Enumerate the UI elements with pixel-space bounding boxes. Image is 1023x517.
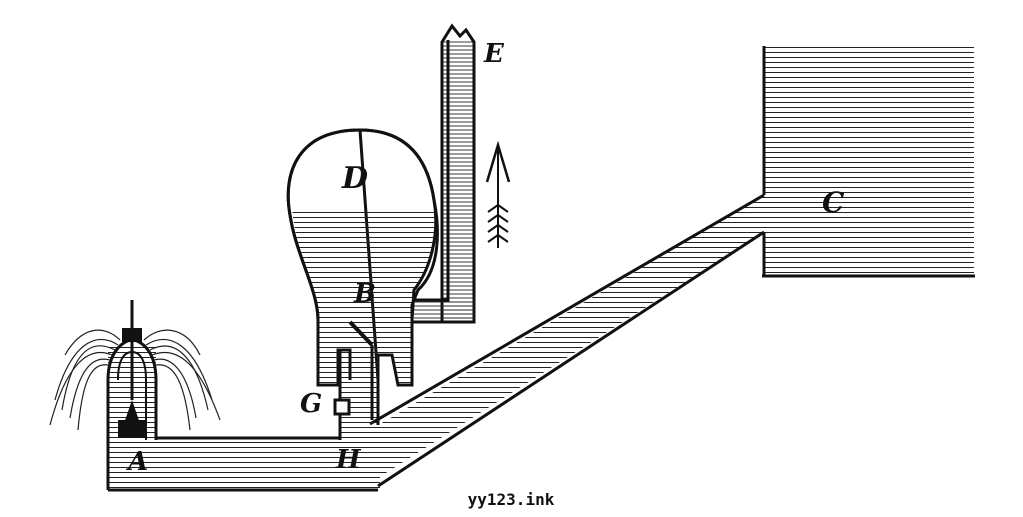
valve-g xyxy=(333,398,351,416)
water-spray-right xyxy=(143,329,221,431)
reservoir-c xyxy=(762,46,975,278)
valve-b xyxy=(348,320,374,420)
label-b: B xyxy=(353,279,376,309)
label-g: G xyxy=(300,389,322,419)
delivery-pipe-e xyxy=(412,23,476,325)
label-c: C xyxy=(822,186,845,219)
label-h: H xyxy=(335,445,362,475)
watermark: yy123.ink xyxy=(468,490,555,509)
flow-arrow-up xyxy=(485,140,511,248)
drive-pipe xyxy=(369,193,765,488)
label-d: D xyxy=(341,161,368,196)
label-e: E xyxy=(483,39,505,69)
fountain-a xyxy=(49,300,221,490)
water-spray-left xyxy=(49,329,121,431)
label-a: A xyxy=(125,447,148,477)
air-vessel-d xyxy=(286,128,439,387)
